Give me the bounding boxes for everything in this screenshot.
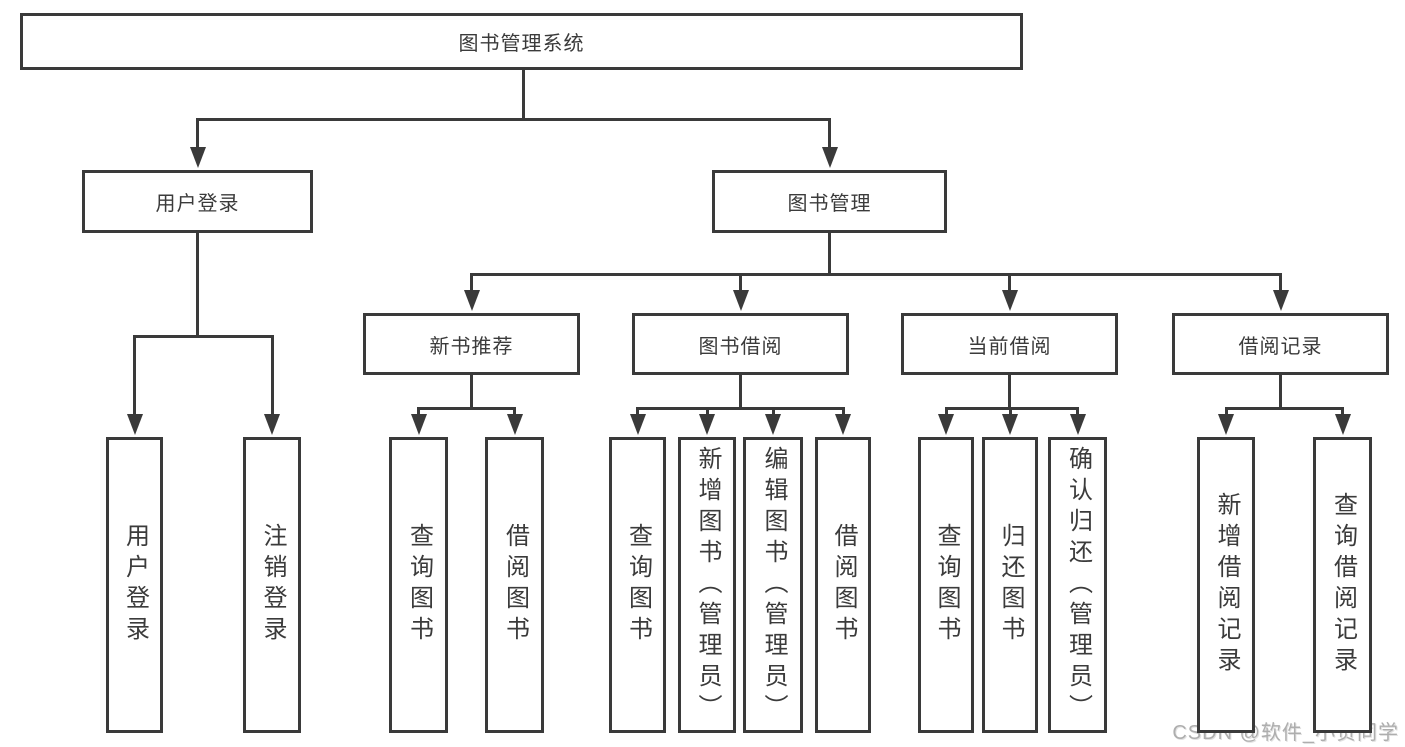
node-label-leaf-add-borrow-record: 新增借阅记录 xyxy=(1213,492,1240,678)
arrowhead-icon xyxy=(264,414,280,435)
node-leaf-borrow-book-borrow: 借阅图书 xyxy=(815,437,871,733)
node-leaf-add-book-admin: 新增图书（管理员） xyxy=(678,437,736,733)
edge-stem-root xyxy=(521,70,525,121)
arrowhead-icon xyxy=(629,414,646,435)
arrowhead-icon xyxy=(463,290,480,311)
edge-drop-book-borrowing xyxy=(771,407,775,416)
arrowhead-icon xyxy=(699,414,715,435)
arrowhead-icon xyxy=(821,147,838,168)
node-book-borrowing: 图书借阅 xyxy=(632,313,849,375)
edge-drop-borrowing-records xyxy=(1224,407,1228,416)
arrowhead-icon xyxy=(126,414,143,435)
node-leaf-query-book-current: 查询图书 xyxy=(918,437,974,733)
node-label-leaf-add-book-admin: 新增图书（管理员） xyxy=(694,445,721,725)
edge-drop-new-book-recommend xyxy=(417,407,420,416)
edge-drop-user-login xyxy=(270,335,274,416)
edge-bar-book-management xyxy=(470,273,1282,276)
node-label-leaf-logout: 注销登录 xyxy=(259,523,286,647)
node-leaf-logout: 注销登录 xyxy=(243,437,301,733)
node-label-book-management: 图书管理 xyxy=(787,193,872,215)
node-borrowing-records: 借阅记录 xyxy=(1172,313,1389,375)
node-label-leaf-confirm-return: 确认归还（管理员） xyxy=(1064,445,1092,725)
node-leaf-query-borrow-record: 查询借阅记录 xyxy=(1313,437,1372,733)
edge-drop-new-book-recommend xyxy=(513,407,516,416)
edge-stem-new-book-recommend xyxy=(470,375,473,410)
arrowhead-icon xyxy=(1069,414,1086,435)
node-label-leaf-return-book: 归还图书 xyxy=(997,523,1024,647)
edge-stem-book-management xyxy=(828,233,831,276)
edge-drop-book-management xyxy=(1008,273,1011,292)
edge-bar-book-borrowing xyxy=(636,407,845,410)
node-label-book-borrowing: 图书借阅 xyxy=(698,335,783,358)
edge-drop-book-borrowing xyxy=(841,407,845,416)
edge-bar-current-borrowing xyxy=(944,407,1079,410)
edge-stem-book-borrowing xyxy=(739,375,742,410)
node-label-leaf-query-book-current: 查询图书 xyxy=(933,523,960,647)
edge-drop-current-borrowing xyxy=(944,407,948,416)
node-leaf-query-book-rec: 查询图书 xyxy=(389,437,448,733)
edge-drop-current-borrowing xyxy=(1008,407,1012,416)
edge-drop-book-management xyxy=(1279,273,1282,292)
node-new-book-recommend: 新书推荐 xyxy=(363,313,580,375)
edge-bar-new-book-recommend xyxy=(417,407,516,410)
edge-drop-user-login xyxy=(133,335,136,416)
arrowhead-icon xyxy=(1218,414,1234,435)
edge-drop-root xyxy=(828,118,831,149)
node-label-leaf-query-book-borrow: 查询图书 xyxy=(624,523,652,647)
edge-bar-user-login xyxy=(133,335,274,338)
arrowhead-icon xyxy=(1272,290,1289,311)
edge-drop-book-management xyxy=(470,273,473,292)
edge-bar-borrowing-records xyxy=(1224,407,1344,410)
edge-stem-current-borrowing xyxy=(1008,375,1011,410)
arrowhead-icon xyxy=(732,290,749,311)
node-leaf-borrow-book-rec: 借阅图书 xyxy=(485,437,544,733)
edge-stem-user-login xyxy=(196,233,199,338)
arrowhead-icon xyxy=(189,147,206,168)
edge-drop-book-borrowing xyxy=(705,407,709,416)
edge-drop-borrowing-records xyxy=(1341,407,1344,416)
edge-drop-book-management xyxy=(739,273,742,292)
node-leaf-query-book-borrow: 查询图书 xyxy=(609,437,666,733)
arrowhead-icon xyxy=(506,414,523,435)
arrowhead-icon xyxy=(938,414,954,435)
node-label-current-borrowing: 当前借阅 xyxy=(967,335,1052,358)
node-user-login: 用户登录 xyxy=(82,170,313,233)
arrowhead-icon xyxy=(410,414,427,435)
node-leaf-user-login: 用户登录 xyxy=(106,437,163,733)
node-label-leaf-query-borrow-record: 查询借阅记录 xyxy=(1329,492,1357,678)
node-leaf-confirm-return: 确认归还（管理员） xyxy=(1048,437,1107,733)
node-label-leaf-edit-book-admin: 编辑图书（管理员） xyxy=(760,445,787,725)
arrowhead-icon xyxy=(835,414,851,435)
node-label-leaf-borrow-book-rec: 借阅图书 xyxy=(501,523,529,647)
node-leaf-edit-book-admin: 编辑图书（管理员） xyxy=(743,437,803,733)
node-label-leaf-user-login: 用户登录 xyxy=(121,523,149,647)
arrowhead-icon xyxy=(1001,290,1018,311)
node-label-leaf-borrow-book-borrow: 借阅图书 xyxy=(830,523,857,647)
node-book-management: 图书管理 xyxy=(712,170,947,233)
node-label-borrowing-records: 借阅记录 xyxy=(1238,335,1323,358)
edge-drop-current-borrowing xyxy=(1076,407,1079,416)
arrowhead-icon xyxy=(1334,414,1351,435)
edge-stem-borrowing-records xyxy=(1279,375,1282,410)
node-label-new-book-recommend: 新书推荐 xyxy=(429,335,514,358)
edge-drop-root xyxy=(196,118,199,149)
node-label-user-login: 用户登录 xyxy=(155,193,240,215)
edge-drop-book-borrowing xyxy=(636,407,639,416)
node-leaf-add-borrow-record: 新增借阅记录 xyxy=(1197,437,1255,733)
node-current-borrowing: 当前借阅 xyxy=(901,313,1118,375)
edge-bar-root xyxy=(196,118,831,121)
node-label-leaf-query-book-rec: 查询图书 xyxy=(405,523,433,647)
arrowhead-icon xyxy=(765,414,781,435)
node-label-root: 图书管理系统 xyxy=(458,33,585,55)
arrowhead-icon xyxy=(1002,414,1018,435)
node-root: 图书管理系统 xyxy=(20,13,1023,70)
node-leaf-return-book: 归还图书 xyxy=(982,437,1038,733)
